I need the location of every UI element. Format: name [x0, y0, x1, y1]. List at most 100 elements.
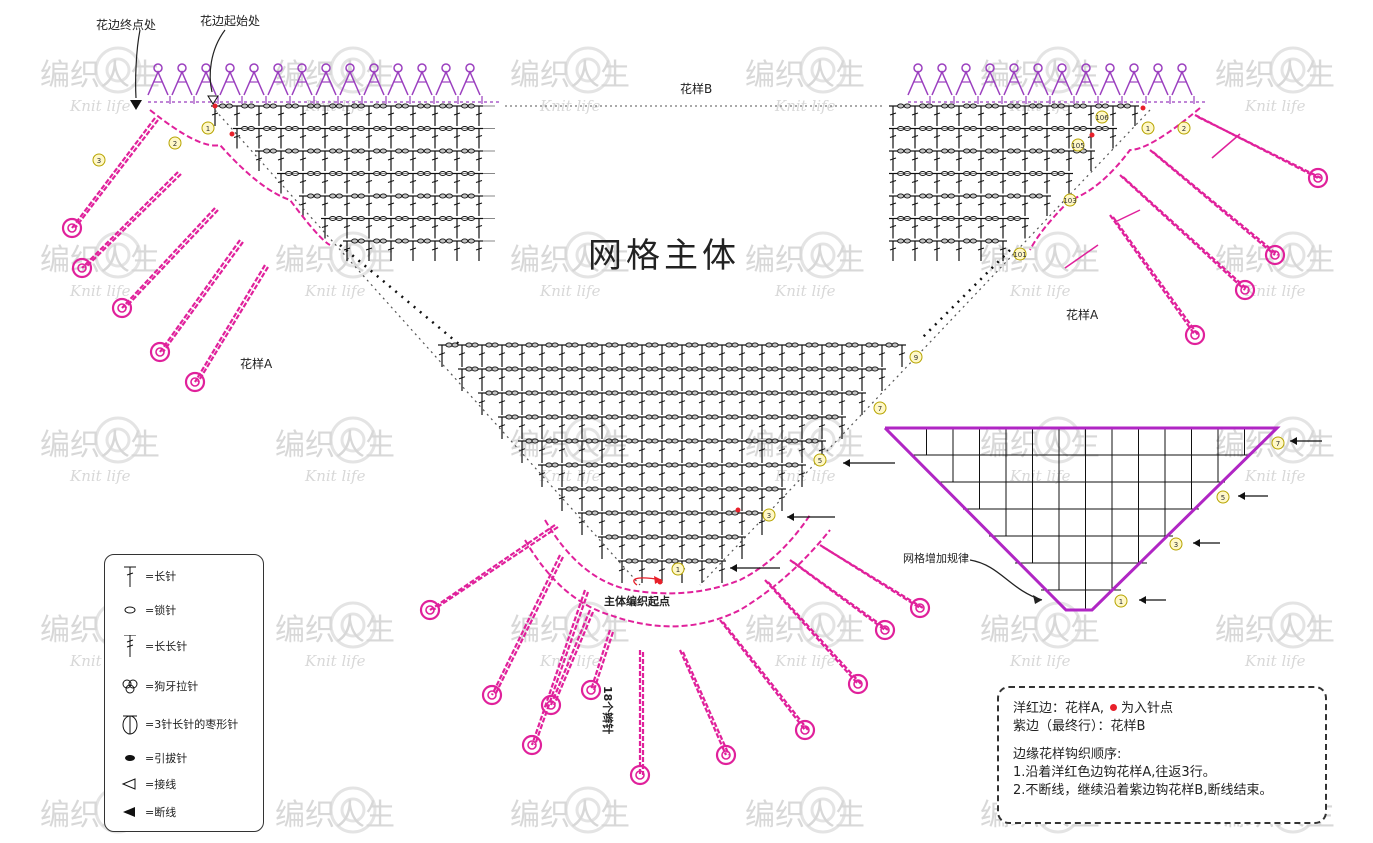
watermark-text: 编织人生 — [980, 243, 1100, 278]
row-marker-label: 1 — [1119, 598, 1123, 606]
watermark-text: Knit life — [1009, 652, 1071, 670]
end-pointer-line — [135, 29, 141, 99]
watermark-text: 编织人生 — [40, 243, 160, 278]
legend-label: =接线 — [145, 778, 177, 791]
legend-label: =长长针 — [145, 640, 188, 653]
legend-label: =锁针 — [145, 604, 177, 617]
watermark-text: Knit life — [774, 467, 836, 485]
row-marker-label: 105 — [1071, 142, 1084, 150]
watermark-text: 编织人生 — [275, 58, 395, 93]
top-right-grid — [889, 103, 1139, 261]
watermark-text: Knit life — [304, 652, 366, 670]
row-marker-circle_a3 — [92, 153, 106, 167]
dc-icon — [124, 566, 136, 587]
left-dotted-diagonal — [214, 109, 641, 586]
grid-rule-label: 网格增加规律 — [903, 552, 969, 565]
legend-row: =引拔针 — [119, 747, 187, 769]
pattern-b-right — [907, 63, 1208, 104]
main-body-title: 网格主体 — [588, 236, 740, 276]
row-marker-label: 7 — [878, 405, 882, 413]
legend-row: =长长针 — [119, 635, 187, 657]
legend-row: =狗牙拉针 — [119, 675, 198, 697]
watermark-text: 编织人生 — [1215, 58, 1335, 93]
start-pointer-line — [209, 29, 226, 93]
border-start-label: 花边起始处 — [200, 14, 261, 28]
watermark-text: 编织人生 — [510, 798, 630, 833]
watermark-text: 编织人生 — [1215, 243, 1335, 278]
notes-step2: 2.不断线，继续沿着紫边钩花样B,断线结束。 — [1013, 783, 1273, 798]
cluster-icon — [122, 715, 138, 735]
border-end-label: 花边终点处 — [96, 18, 157, 32]
watermark-text: 编织人生 — [510, 58, 630, 93]
row-marker-circle_106 — [1095, 110, 1109, 124]
watermark-text: Knit life — [1244, 282, 1306, 300]
watermark-text: 编织人生 — [745, 613, 865, 648]
row-marker-circle_3 — [762, 508, 776, 522]
row-marker-label: 2 — [1182, 125, 1186, 133]
row-marker-label: 9 — [914, 354, 918, 362]
watermark-text: 编织人生 — [745, 428, 865, 463]
row-marker-circle_a2 — [168, 136, 182, 150]
pattern-b-left — [147, 63, 500, 104]
red-dot-icon — [1110, 704, 1118, 711]
watermark-text: 编织人生 — [40, 428, 160, 463]
watermark-text: Knit life — [304, 467, 366, 485]
watermark-text: 编织人生 — [980, 428, 1100, 463]
pattern-b-label: 花样B — [680, 82, 713, 96]
legend-box: =长针 =锁针 =长长针 =狗牙拉针 =3针长针的枣形针 =引拔针 =接线 =断… — [104, 554, 264, 832]
row-marker-circle_7 — [873, 401, 887, 415]
watermark-text: 编织人生 — [1215, 613, 1335, 648]
row-marker-circle_1 — [1114, 594, 1128, 608]
watermark-text: Knit life — [539, 97, 601, 115]
pattern-a-left-label: 花样A — [240, 357, 273, 371]
grid-rule-pointer — [969, 559, 1043, 601]
row-marker-circle_5 — [813, 453, 827, 467]
notes-text: 洋红边：花样A, — [1013, 701, 1105, 716]
row-marker-circle_1 — [671, 562, 685, 576]
row-marker-label: 101 — [1013, 251, 1026, 259]
row-marker-label: 3 — [1174, 541, 1178, 549]
join-marker-icon — [207, 95, 219, 105]
watermark-text: 编织人生 — [275, 243, 395, 278]
legend-label: =断线 — [145, 806, 177, 819]
watermark-text: 编织人生 — [745, 243, 865, 278]
start-point-label: 主体编织起点 — [604, 595, 670, 608]
tr-icon — [124, 635, 136, 657]
watermark-text: Knit life — [69, 97, 131, 115]
row-marker-circle_9 — [909, 350, 923, 364]
watermark-text: Knit life — [1244, 652, 1306, 670]
notes-step1: 1.沿着洋红色边钩花样A,往返3行。 — [1013, 765, 1216, 780]
row-marker-label: 5 — [1221, 494, 1225, 502]
right-dotted-diagonal — [699, 109, 1151, 586]
notes-line2: 紫边（最终行）：花样B — [1013, 719, 1146, 734]
instructions-box: 洋红边：花样A,为入针点 紫边（最终行）：花样B 边缘花样钩织顺序: 1.沿着洋… — [997, 686, 1327, 824]
end-marker-icon — [130, 100, 142, 110]
row-marker-circle_a1 — [1141, 121, 1155, 135]
watermark-text: 编织人生 — [745, 58, 865, 93]
picot-icon — [122, 679, 138, 694]
watermark-text: Knit life — [774, 282, 836, 300]
legend-label: =长针 — [145, 570, 177, 583]
notes-text: 为入针点 — [1121, 701, 1174, 716]
fringe-count-label: 18个辫针 — [601, 686, 614, 735]
watermark-text: Knit life — [69, 282, 131, 300]
watermark-text: 编织人生 — [510, 243, 630, 278]
watermark-text: Knit life — [69, 467, 131, 485]
chain-icon — [124, 606, 136, 614]
watermark-text: 编织人生 — [745, 798, 865, 833]
legend-label: =狗牙拉针 — [145, 680, 199, 693]
row-marker-label: 3 — [767, 512, 771, 520]
row-marker-label: 1 — [676, 566, 680, 574]
pattern-a-right-label: 花样A — [1066, 308, 1099, 322]
watermark-text: Knit life — [1244, 97, 1306, 115]
legend-row: =接线 — [119, 773, 176, 795]
pattern-a-fringes — [61, 103, 1329, 786]
row-marker-label: 106 — [1095, 114, 1109, 122]
watermark-text: Knit life — [774, 652, 836, 670]
watermark-text: 编织人生 — [40, 58, 160, 93]
row-marker-label: 103 — [1063, 197, 1076, 205]
row-marker-circle_7 — [1271, 436, 1285, 450]
row-arrows — [730, 437, 1322, 604]
